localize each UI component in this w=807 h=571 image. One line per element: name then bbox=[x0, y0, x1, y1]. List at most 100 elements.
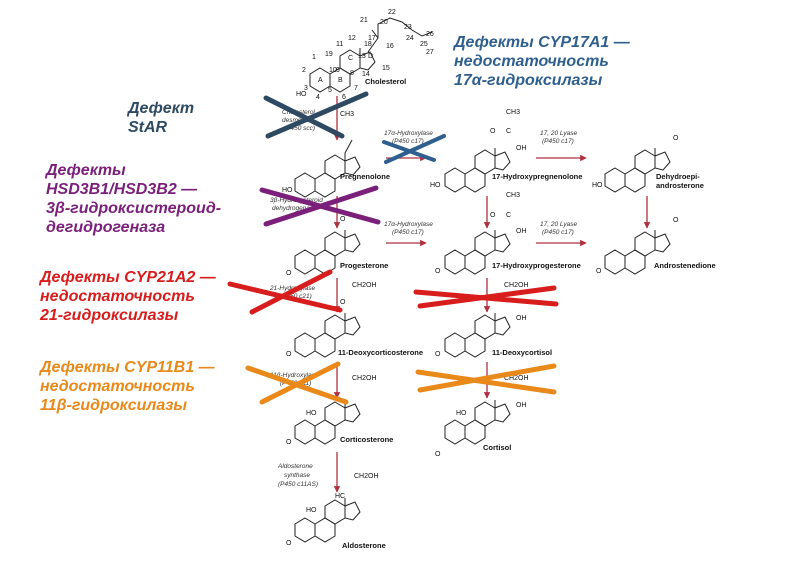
carbon-number: 20 bbox=[380, 19, 388, 26]
carbon-number: 2 bbox=[302, 67, 306, 74]
cholesterol-structure: HO A B C D 1 2 3 4 5 6 7 8 9 10 11 12 13… bbox=[296, 9, 434, 101]
hydroxymethyl-label: CH2OH bbox=[352, 375, 377, 382]
enzyme-11hydroxylase-a: 11β-Hydroxylase bbox=[270, 372, 319, 379]
carbon-number: 26 bbox=[426, 31, 434, 38]
defect-star-line2: StAR bbox=[128, 119, 168, 136]
enzyme-lyase-1b: (P450 c17) bbox=[542, 138, 574, 145]
hydroxyl-label: HO bbox=[306, 507, 317, 514]
ring-c-label: C bbox=[348, 55, 353, 62]
defect-cyp17a1-line1: Дефекты CYP17A1 — bbox=[454, 34, 630, 51]
oxygen-label: O bbox=[286, 439, 292, 446]
oxygen-label: O bbox=[435, 268, 441, 275]
androstenedione-label: Androstenedione bbox=[654, 261, 716, 270]
carbon-number: 27 bbox=[426, 49, 434, 56]
ring-b-label: B bbox=[338, 77, 343, 84]
oxygen-label: O bbox=[673, 217, 679, 224]
ring-a-label: A bbox=[318, 77, 323, 84]
oxygen-label: O bbox=[673, 135, 679, 142]
carbon-number: 21 bbox=[360, 17, 368, 24]
cross-cyp21-1 bbox=[227, 269, 343, 315]
defect-cyp11b1-line2: недостаточность bbox=[40, 378, 195, 395]
androstenedione-structure: O O Androstenedione bbox=[596, 217, 716, 275]
enzyme-desmolase-3: (P450 scc) bbox=[284, 125, 315, 132]
pregnenolone-structure: HO CH3 Pregnenolone bbox=[282, 111, 390, 198]
methyl-label: CH3 bbox=[340, 111, 354, 118]
enzyme-3bhsd-2: dehydrogenase bbox=[272, 205, 317, 212]
oxygen-label: O bbox=[286, 351, 292, 358]
defect-star-line1: Дефект bbox=[128, 100, 195, 117]
cross-hsd bbox=[259, 185, 381, 227]
oxygen-label: O bbox=[340, 299, 346, 306]
defect-cyp17a1-label: Дефекты CYP17A1 — недостаточность 17α-ги… bbox=[454, 33, 630, 90]
defect-cyp21a2-line3: 21-гидроксилазы bbox=[40, 307, 179, 324]
carbon-number: 25 bbox=[420, 41, 428, 48]
hydroxyl-label: HO bbox=[282, 187, 293, 194]
corticosterone-label: Corticosterone bbox=[340, 435, 393, 444]
enzyme-aldosterone-synthase-3: (P450 c11AS) bbox=[278, 481, 318, 488]
oxygen-label: O bbox=[286, 270, 292, 277]
hydroxyl-label: OH bbox=[516, 228, 527, 235]
oxygen-label: O bbox=[490, 128, 496, 135]
carbon-number: 3 bbox=[304, 85, 308, 92]
cross-cyp21-2 bbox=[413, 285, 559, 309]
enzyme-aldosterone-synthase-2: synthase bbox=[284, 472, 310, 479]
carbon-label: C bbox=[506, 128, 511, 135]
hydroxyl-label: HO bbox=[592, 182, 603, 189]
hydroxyl-label: OH bbox=[516, 315, 527, 322]
carbon-number: 6 bbox=[342, 94, 346, 101]
defect-hsd-line1: Дефекты bbox=[46, 162, 126, 179]
defect-cyp11b1-label: Дефекты CYP11B1 — недостаточность 11β-ги… bbox=[40, 358, 215, 415]
enzyme-aldosterone-synthase-1: Aldosterone bbox=[277, 463, 313, 470]
cholesterol-label: Cholesterol bbox=[365, 77, 406, 86]
aldosterone-structure: O HO CH2OH HC Aldosterone bbox=[286, 473, 386, 550]
corticosterone-structure: O HO CH2OH Corticosterone bbox=[286, 375, 393, 446]
hydroxyl-label: HO bbox=[430, 182, 441, 189]
hydroxypregnenolone-label: 17-Hydroxypregnenolone bbox=[492, 172, 582, 181]
hydroxymethyl-label: CH2OH bbox=[504, 282, 529, 289]
hydroxyl-label: OH bbox=[516, 402, 527, 409]
defect-crosses bbox=[227, 91, 559, 405]
defect-cyp17a1-line3: 17α-гидроксилазы bbox=[454, 72, 603, 89]
carbon-number: 5 bbox=[328, 87, 332, 94]
carbon-number: 7 bbox=[354, 85, 358, 92]
oxygen-label: O bbox=[286, 540, 292, 547]
deoxycortisol-label: 11-Deoxycortisol bbox=[492, 348, 552, 357]
carbon-number: 14 bbox=[362, 71, 370, 78]
enzyme-17hydroxylase-1b: (P450 c17) bbox=[392, 138, 424, 145]
cross-star bbox=[263, 91, 369, 139]
cortisol-structure: O HO CH2OH OH Cortisol bbox=[435, 375, 529, 458]
carbon-number: 9 bbox=[336, 67, 340, 74]
carbon-number: 15 bbox=[382, 65, 390, 72]
hydroxypregnenolone-structure: HO CH3 C O OH 17-Hydroxypregnenolone bbox=[430, 109, 582, 193]
oxygen-label: O bbox=[435, 451, 441, 458]
hydroxyl-label: HO bbox=[306, 410, 317, 417]
carbon-number: 22 bbox=[388, 9, 396, 16]
enzyme-lyase-2b: (P450 c17) bbox=[542, 229, 574, 236]
deoxycorticosterone-label: 11-Deoxycorticosterone bbox=[338, 348, 423, 357]
carbon-label: C bbox=[506, 212, 511, 219]
cholesterol-ho: HO bbox=[296, 91, 307, 98]
hydroxyprogesterone-structure: O CH3 C O OH 17-Hydroxyprogesterone bbox=[435, 192, 581, 275]
carbon-number: 19 bbox=[325, 51, 333, 58]
carbon-number: 4 bbox=[316, 94, 320, 101]
hydroxyprogesterone-label: 17-Hydroxyprogesterone bbox=[492, 261, 581, 270]
hydroxymethyl-label: CH2OH bbox=[354, 473, 379, 480]
oxygen-label: O bbox=[340, 216, 346, 223]
defect-cyp21a2-line2: недостаточность bbox=[40, 288, 195, 305]
defect-cyp11b1-line1: Дефекты CYP11B1 — bbox=[40, 359, 215, 376]
ring-d-label: D bbox=[368, 53, 373, 60]
carbon-number: 11 bbox=[336, 41, 343, 48]
carbon-number: 13 bbox=[358, 53, 366, 60]
aldehyde-label: HC bbox=[335, 493, 345, 500]
methyl-label: CH3 bbox=[506, 109, 520, 116]
hydroxymethyl-label: CH2OH bbox=[504, 375, 529, 382]
defect-hsd-line3: 3β-гидроксистероид- bbox=[46, 200, 222, 217]
carbon-number: 17 bbox=[368, 35, 376, 42]
oxygen-label: O bbox=[435, 351, 441, 358]
carbon-number: 12 bbox=[348, 35, 356, 42]
defect-hsd-label: Дефекты HSD3B1/HSD3B2 — 3β-гидроксистеро… bbox=[46, 161, 221, 237]
carbon-number: 1 bbox=[312, 54, 316, 61]
hydroxymethyl-label: CH2OH bbox=[352, 282, 377, 289]
progesterone-label: Progesterone bbox=[340, 261, 388, 270]
